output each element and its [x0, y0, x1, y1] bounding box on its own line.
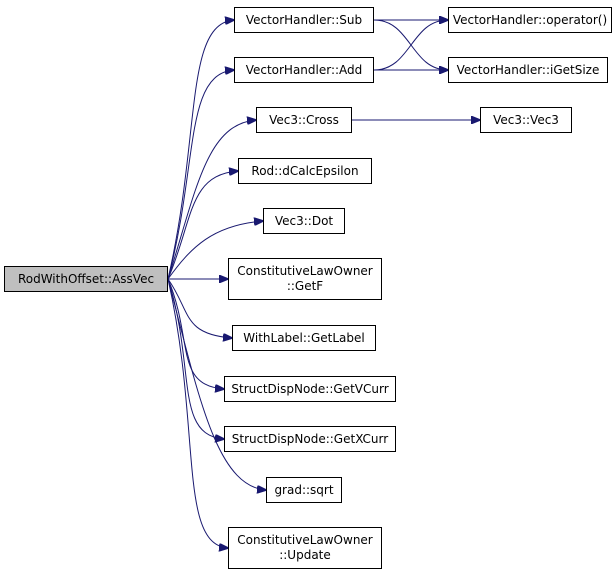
node-label: WithLabel::GetLabel [243, 330, 365, 345]
node-label: RodWithOffset::AssVec [17, 271, 155, 286]
node-label: Vec3::Vec3 [493, 112, 559, 127]
node-label: ConstitutiveLawOwner [237, 264, 373, 278]
node-label: ConstitutiveLawOwner [237, 533, 373, 547]
edge-root-to-vh-sub [167, 20, 234, 280]
node-vh-op[interactable]: VectorHandler::operator() [448, 7, 612, 33]
node-vh-add[interactable]: VectorHandler::Add [234, 57, 374, 83]
node-label: grad::sqrt [274, 482, 334, 497]
node-vh-size[interactable]: VectorHandler::iGetSize [448, 57, 608, 83]
edge-vh-add-to-vh-op [373, 20, 448, 71]
node-label: VectorHandler::operator() [452, 12, 608, 27]
node-label: Vec3::Dot [274, 213, 334, 228]
edge-root-to-vec3-dot [167, 221, 263, 280]
node-label: Rod::dCalcEpsilon [251, 163, 359, 178]
edge-root-to-vh-add [167, 70, 234, 280]
node-rod-eps[interactable]: Rod::dCalcEpsilon [238, 158, 372, 184]
edge-root-to-sdn-v [167, 278, 224, 389]
node-sdn-x[interactable]: StructDispNode::GetXCurr [224, 426, 396, 452]
node-vh-sub[interactable]: VectorHandler::Sub [234, 7, 374, 33]
node-label: VectorHandler::iGetSize [456, 62, 600, 77]
node-label: VectorHandler::Add [245, 62, 363, 77]
edge-root-to-vec3-cross [167, 120, 256, 280]
node-label: ::Update [279, 548, 331, 562]
node-label: StructDispNode::GetXCurr [231, 431, 389, 446]
node-root: RodWithOffset::AssVec [4, 266, 168, 292]
node-vec3-vec3[interactable]: Vec3::Vec3 [480, 107, 572, 133]
node-label: StructDispNode::GetVCurr [231, 381, 389, 396]
node-vec3-cross[interactable]: Vec3::Cross [256, 107, 352, 133]
node-clo-getf[interactable]: ConstitutiveLawOwner::GetF [228, 258, 382, 300]
node-label: Vec3::Cross [269, 112, 339, 127]
edge-root-to-grad-sqrt [167, 278, 266, 490]
node-vec3-dot[interactable]: Vec3::Dot [263, 208, 345, 234]
node-label: ::GetF [286, 279, 324, 293]
edge-root-to-wl-label [167, 278, 232, 338]
node-grad-sqrt[interactable]: grad::sqrt [266, 477, 342, 503]
node-label: VectorHandler::Sub [245, 12, 363, 27]
edge-root-to-clo-update [167, 278, 228, 548]
node-clo-update[interactable]: ConstitutiveLawOwner::Update [228, 527, 382, 569]
node-sdn-v[interactable]: StructDispNode::GetVCurr [224, 376, 396, 402]
node-wl-label[interactable]: WithLabel::GetLabel [232, 325, 376, 351]
edge-root-to-rod-eps [167, 171, 238, 280]
